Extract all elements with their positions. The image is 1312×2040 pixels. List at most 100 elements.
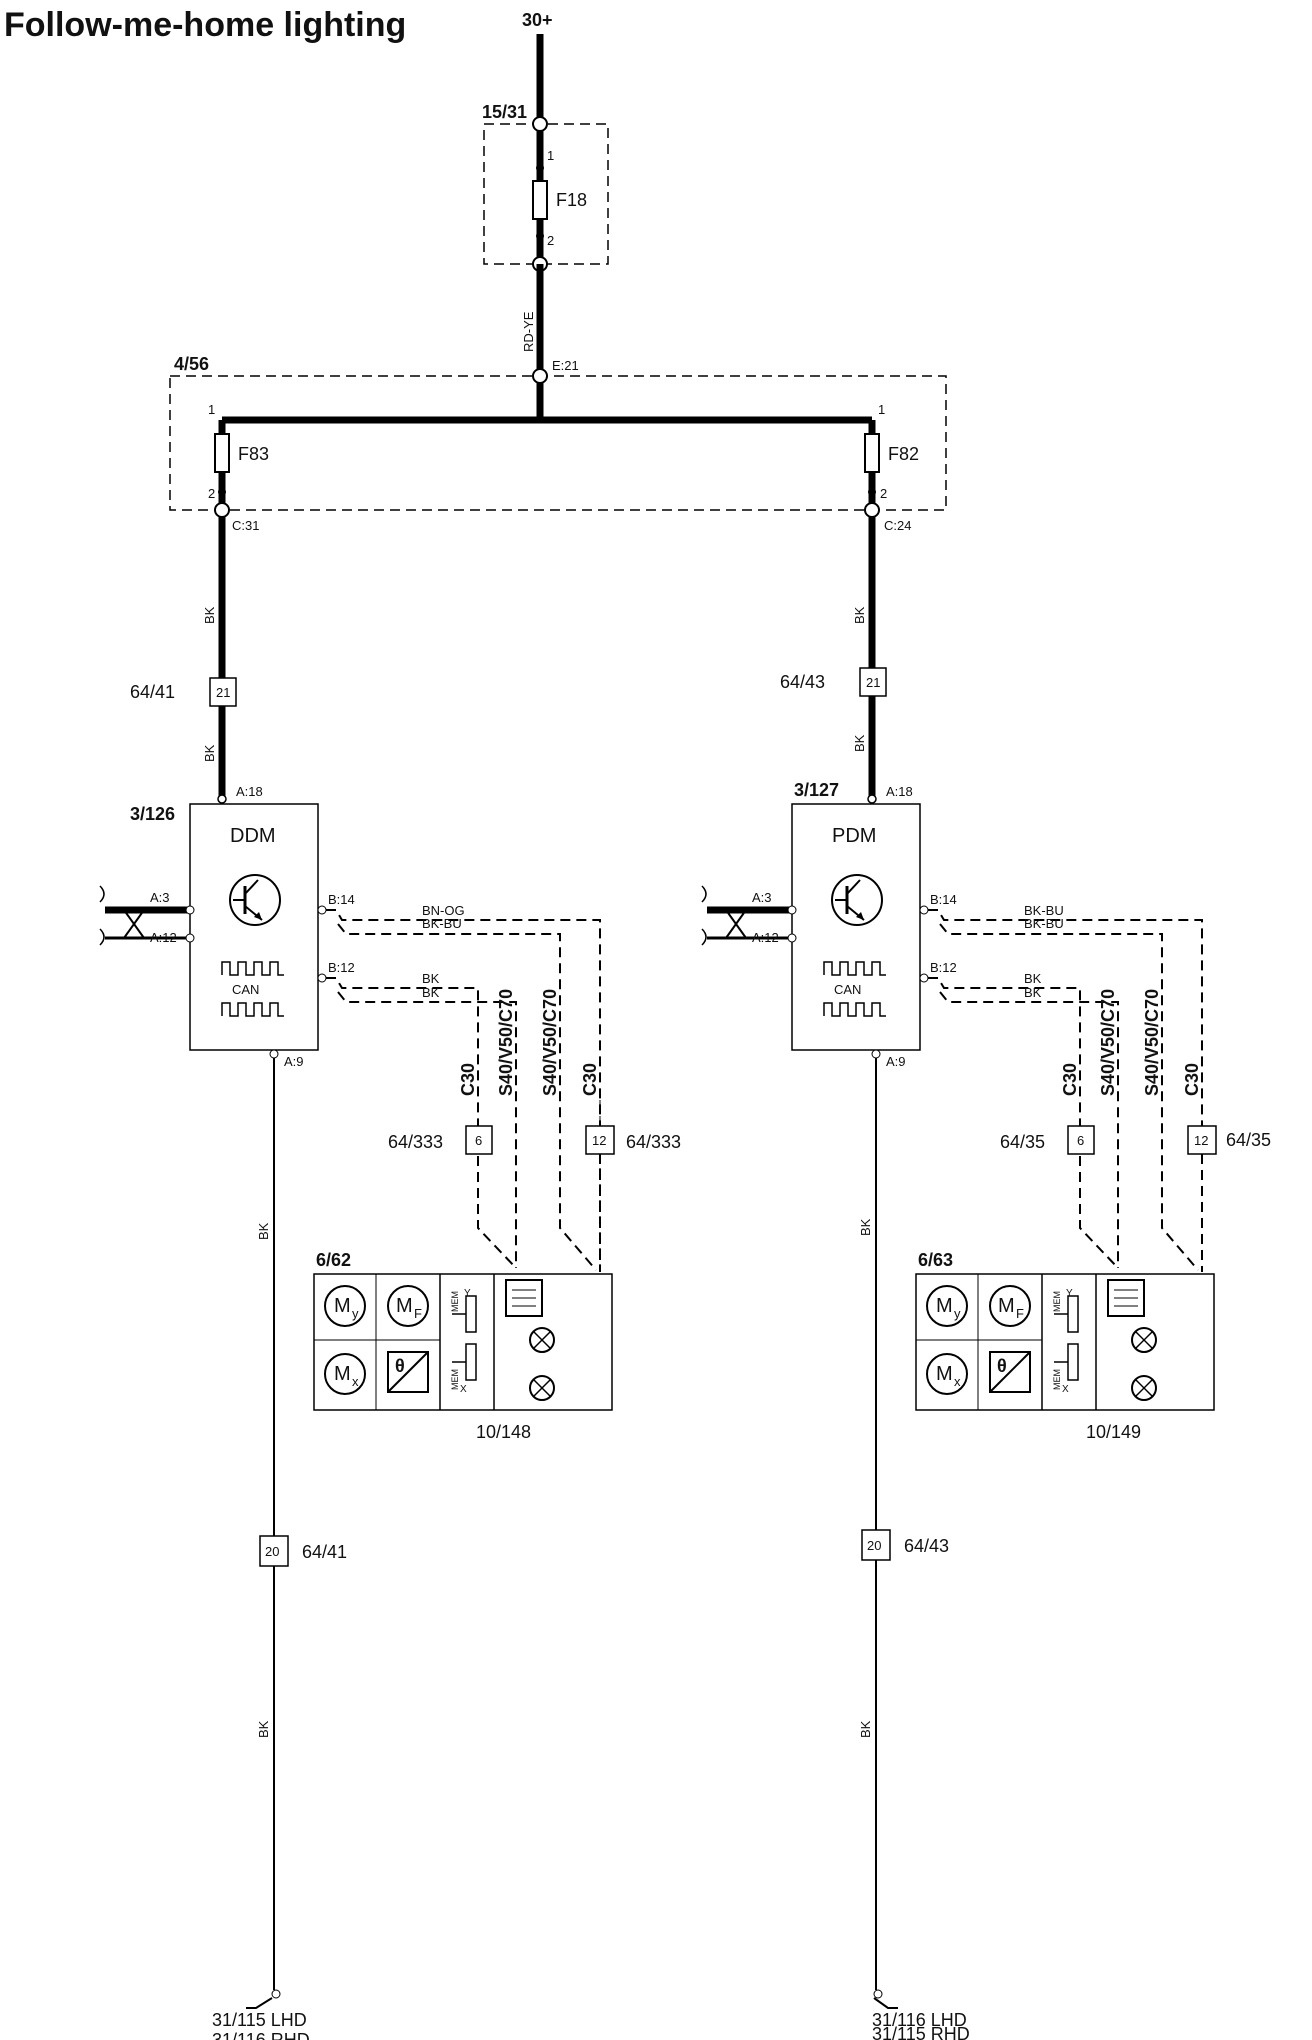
mirror-left-id: 6/62 (316, 1250, 351, 1270)
lamp-icon (1131, 1327, 1157, 1353)
left-variant-s40-1: S40/V50/C70 (496, 989, 516, 1096)
mirror-left: M y M F M x θ MEM MEM Y X (313, 1273, 613, 1411)
left-wire-b14-2: BK-BU (422, 916, 462, 931)
left-variant-c30-1: C30 (458, 1063, 478, 1096)
theta-label: θ (395, 1356, 405, 1376)
mem-label-x: MEM (450, 1369, 460, 1390)
left-ground-line-1: 31/115 LHD (212, 2010, 307, 2030)
motor-x-icon (926, 1353, 968, 1395)
can-label: CAN (834, 982, 861, 997)
heated-glass-icon (1107, 1279, 1145, 1317)
right-connector-label: 64/43 (780, 672, 825, 692)
motor-y-label: M (936, 1295, 953, 1317)
right-ground-line-1: 31/116 LHD (872, 2010, 967, 2030)
mirror-right-ref: 10/149 (1086, 1422, 1141, 1442)
pdm-id: 3/127 (794, 780, 839, 800)
transistor-icon (831, 874, 883, 926)
motor-f-sub: F (1016, 1306, 1024, 1321)
left-wire-b12-1: BK (422, 971, 440, 986)
motor-y-label: M (334, 1295, 351, 1317)
motor-x-label: M (334, 1363, 351, 1385)
mem-y: Y (464, 1288, 471, 1299)
right-conn-12: 12 (1194, 1133, 1208, 1148)
can-bus-icon: CAN (823, 961, 886, 1017)
left-wire-label-2: BK (202, 744, 217, 762)
fusebox-central-id: 4/56 (174, 354, 209, 374)
right-wire-b14-1: BK-BU (1024, 903, 1064, 918)
twisted-pair-left: A:3 A:12 (99, 885, 195, 946)
left-conn-6: 6 (475, 1133, 482, 1148)
motor-f-label: M (396, 1295, 413, 1317)
left-conn-12: 12 (592, 1133, 606, 1148)
right-variant-c30-1: C30 (1060, 1063, 1080, 1096)
ddm-name: DDM (230, 825, 276, 847)
motor-f-icon (989, 1285, 1031, 1327)
fuse-f83-label: F83 (238, 444, 269, 464)
diagram-title: Follow-me-home lighting (4, 6, 406, 44)
mem-x: X (460, 1384, 467, 1395)
right-wire-label-1: BK (852, 606, 867, 624)
left-pin-a12: A:12 (150, 930, 177, 945)
f83-pin-1: 1 (208, 402, 215, 417)
right-connector-pin: 21 (866, 675, 880, 690)
left-ground-line-2: 31/116 RHD (212, 2030, 310, 2040)
ground-icon (873, 1997, 898, 2009)
right-ground-wire-2: BK (858, 1720, 873, 1738)
right-pin-b12: B:12 (930, 960, 957, 975)
left-variant-s40-2: S40/V50/C70 (540, 989, 560, 1096)
motor-x-sub: x (954, 1374, 961, 1389)
left-wire-b14-1: BN-OG (422, 903, 465, 918)
left-connector-label: 64/41 (130, 682, 175, 702)
left-pin-a18: A:18 (236, 784, 263, 799)
motor-f-sub: F (414, 1306, 422, 1321)
left-ground-wire-2: BK (256, 1720, 271, 1738)
mem-y: Y (1066, 1288, 1073, 1299)
heater-thermostat-icon: θ (387, 1351, 429, 1393)
left-out-connector: C:31 (232, 518, 259, 533)
f82-pin-1: 1 (878, 402, 885, 417)
memory-potentiometer-icon: MEM MEM Y X (1052, 1288, 1079, 1395)
right-branch: BK 21 64/43 BK A:18 3/127 PDM CAN (701, 517, 1271, 2040)
twisted-pair-right: A:3 A:12 (701, 885, 797, 946)
lamp-icon (1131, 1375, 1157, 1401)
motor-f-icon (387, 1285, 429, 1327)
motor-x-icon (324, 1353, 366, 1395)
right-pin-a12: A:12 (752, 930, 779, 945)
right-wire-b12-1: BK (1024, 971, 1042, 986)
fuse-label: F18 (556, 190, 587, 210)
feed-wire-label: RD-YE (521, 311, 536, 352)
right-ground-line-2: 31/115 RHD (872, 2024, 970, 2040)
supply-label: 30+ (522, 10, 553, 30)
fuse-f18 (532, 180, 548, 220)
right-ground-pin: 20 (867, 1538, 881, 1553)
motor-y-icon (324, 1285, 366, 1327)
mem-label-y: MEM (450, 1291, 460, 1312)
left-conn-12-label: 64/333 (626, 1132, 681, 1152)
left-wire-label-1: BK (202, 606, 217, 624)
right-pin-b14: B:14 (930, 892, 957, 907)
fusebox-id: 15/31 (482, 102, 527, 122)
f83-pin-2: 2 (208, 486, 215, 501)
right-pin-a18: A:18 (886, 784, 913, 799)
motor-y-sub: y (352, 1306, 359, 1321)
right-out-connector: C:24 (884, 518, 911, 533)
left-connector-pin: 21 (216, 685, 230, 700)
right-wire-b12-2: BK (1024, 985, 1042, 1000)
left-pin-b14: B:14 (328, 892, 355, 907)
fuse-pin-2: 2 (547, 233, 554, 248)
motor-x-sub: x (352, 1374, 359, 1389)
feed-connector: E:21 (552, 358, 579, 373)
f82-pin-2: 2 (880, 486, 887, 501)
right-variant-s40-1: S40/V50/C70 (1098, 989, 1118, 1096)
fusebox-15-31: 15/31 1 2 F18 (482, 102, 609, 272)
right-ground-conn: 64/43 (904, 1536, 949, 1556)
right-conn-12-label: 64/35 (1226, 1130, 1271, 1150)
right-pin-a9: A:9 (886, 1054, 906, 1069)
heater-thermostat-icon: θ (989, 1351, 1031, 1393)
mirror-right-id: 6/63 (918, 1250, 953, 1270)
motor-y-icon (926, 1285, 968, 1327)
motor-y-sub: y (954, 1306, 961, 1321)
left-wire-b12-2: BK (422, 985, 440, 1000)
mirror-right: M y M F M x θ MEM MEM Y X (915, 1273, 1215, 1411)
fusebox-4-56: 4/56 E:21 1 1 2 2 F83 F82 C:31 C:24 (169, 354, 947, 533)
